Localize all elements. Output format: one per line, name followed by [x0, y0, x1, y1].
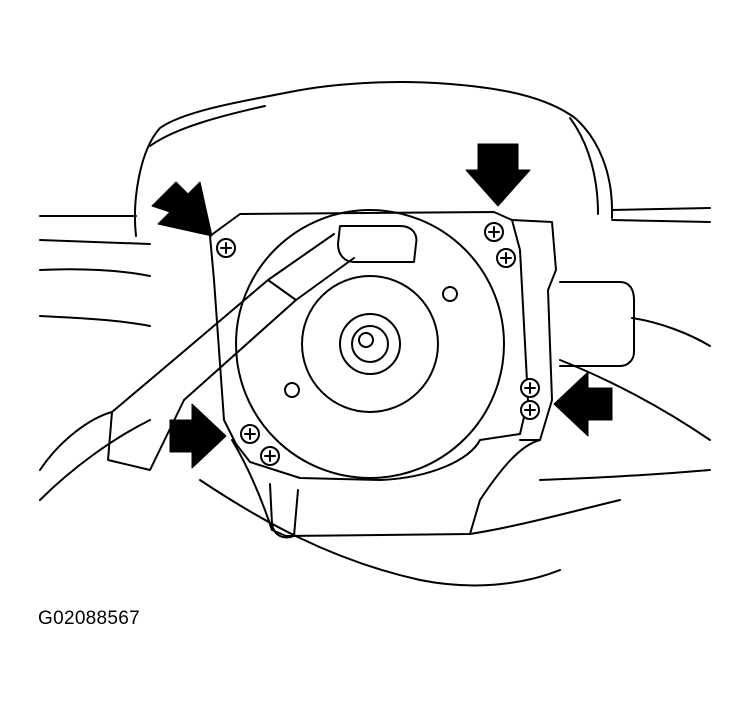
screw-lower-right-2	[520, 400, 540, 420]
dash-line-right-upper	[611, 207, 711, 211]
upper-column-cover	[134, 81, 613, 237]
left-lower-sweep	[39, 419, 151, 501]
screw-upper-right-2	[496, 248, 516, 268]
steering-shaft-center	[358, 332, 374, 348]
right-trim-curve-2	[559, 359, 711, 441]
arrow-upper-left	[151, 181, 213, 237]
arrow-upper-right	[465, 143, 531, 207]
screw-lower-left-2	[260, 446, 280, 466]
alignment-hole-left	[284, 382, 300, 398]
spiral-cable-hub-ring	[301, 275, 439, 413]
spiral-cable-body	[235, 209, 505, 479]
lower-sweep-left	[199, 479, 561, 587]
steering-shaft	[351, 325, 389, 363]
mounting-plate	[209, 211, 529, 481]
left-trim-curve-1	[39, 268, 151, 277]
harness-collar	[267, 279, 297, 301]
lower-column-cover	[231, 439, 541, 537]
dash-line-left-mid	[39, 239, 151, 245]
screw-upper-left	[216, 238, 236, 258]
right-trim-curve-3	[539, 469, 711, 481]
screw-lower-right-1	[520, 378, 540, 398]
screw-upper-right-1	[484, 222, 504, 242]
upper-cover-inner-edge	[149, 105, 266, 147]
arrow-lower-right	[553, 371, 613, 437]
left-trim-curve-2	[39, 315, 151, 327]
spiral-cable-hub	[339, 313, 401, 375]
screw-lower-left-1	[240, 424, 260, 444]
right-trim-curve-1	[631, 317, 711, 347]
upper-cover-right-edge	[569, 117, 599, 215]
wire-tail	[39, 411, 113, 471]
figure-caption: G02088567	[38, 608, 141, 629]
alignment-hole-right	[442, 286, 458, 302]
right-switch-housing	[559, 281, 635, 367]
lower-sweep-right	[469, 499, 621, 535]
wiring-end-plug	[107, 379, 185, 471]
arrow-lower-left	[169, 403, 227, 469]
spiral-cable-connector	[337, 225, 418, 263]
dash-line-right-mid	[611, 219, 711, 223]
